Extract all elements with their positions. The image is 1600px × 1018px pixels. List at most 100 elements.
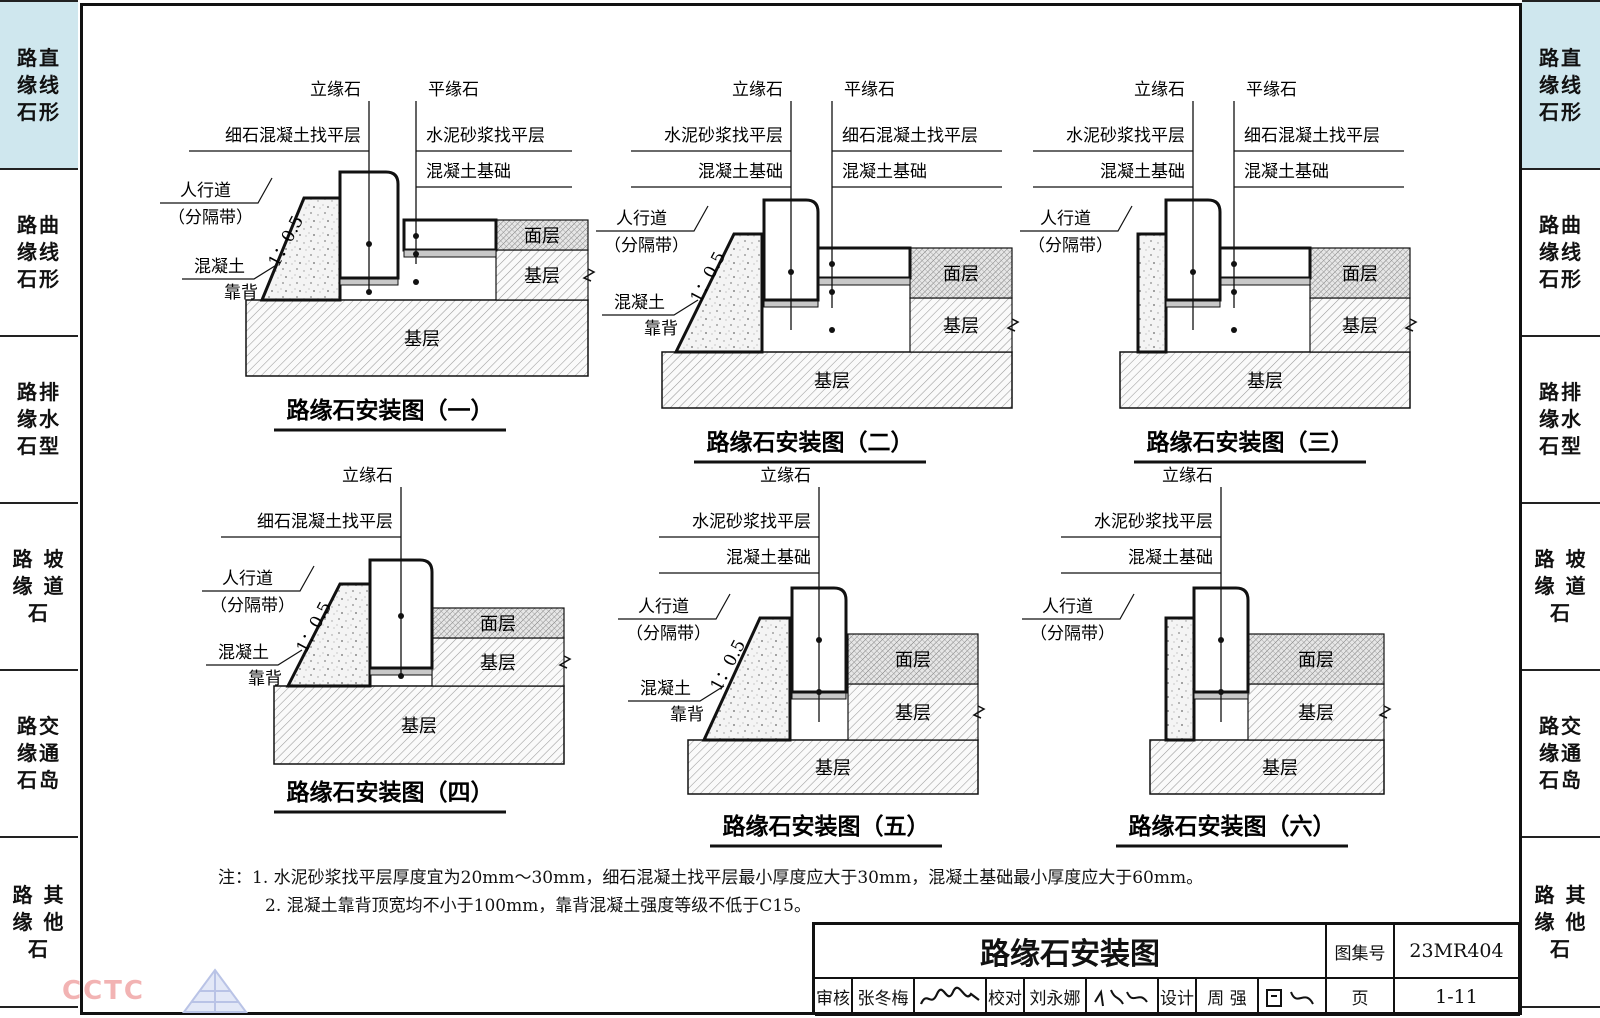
surface-label: 面层: [1342, 264, 1378, 285]
page-label: 页: [1327, 979, 1395, 1016]
upright-curb-label: 立缘石: [1134, 80, 1185, 100]
flat-curb-label: 平缘石: [428, 80, 479, 100]
anchor-dot: [1190, 269, 1196, 275]
left-layer-label-1: 水泥砂浆找平层: [692, 512, 811, 532]
backing-sub-label: 靠背: [248, 669, 282, 689]
anchor-dot: [398, 673, 404, 679]
walkway-sub-label: （分隔带）: [210, 596, 295, 616]
designer-signature: [1259, 979, 1327, 1016]
surface-layer: [431, 607, 565, 639]
break-mark: [1404, 318, 1418, 332]
side-tab-label: 路排 缘水 石型: [1539, 380, 1583, 458]
caption: 路缘石安装图（三）: [1147, 429, 1354, 456]
left-layer-label-2: 混凝土基础: [1128, 548, 1213, 568]
caption: 路缘石安装图（四）: [287, 779, 494, 806]
surface-layer: [495, 219, 589, 251]
break-mark: [582, 268, 596, 282]
walkway-sub-label: （分隔带）: [1030, 624, 1115, 644]
side-tab-3[interactable]: 路排 缘水 石型: [0, 337, 78, 504]
side-tab-3[interactable]: 路排 缘水 石型: [1522, 337, 1600, 504]
concrete-backing: [673, 232, 764, 354]
left-layer-label-1: 水泥砂浆找平层: [1094, 512, 1213, 532]
right-layer-label-1: 水泥砂浆找平层: [426, 126, 545, 146]
caption: 路缘石安装图（六）: [1129, 813, 1336, 840]
subbase-label: 基层: [1247, 371, 1283, 392]
side-tab-1[interactable]: 路直 缘线 石形: [1522, 0, 1600, 170]
anchor-dot: [1218, 689, 1224, 695]
backing-leader: [206, 649, 303, 666]
side-tab-2[interactable]: 路曲 缘线 石形: [0, 170, 78, 337]
designer-name: 周 强: [1197, 979, 1259, 1016]
side-tab-label: 路曲 缘线 石形: [17, 213, 61, 291]
check-label: 校对: [987, 979, 1025, 1016]
anchor-dot: [829, 261, 835, 267]
side-tab-label: 路 其 缘 他 石: [1534, 882, 1588, 961]
anchor-dot: [1231, 261, 1237, 267]
side-tab-6[interactable]: 路 其 缘 他 石: [0, 838, 78, 1008]
base-layer: [1309, 297, 1411, 353]
anchor-dot: [1231, 327, 1237, 333]
concrete-backing: [1164, 616, 1196, 742]
anchor-dot: [788, 269, 794, 275]
flat-curb-label: 平缘石: [844, 80, 895, 100]
backing-label: 混凝土: [218, 643, 269, 663]
subbase-layer: [245, 299, 589, 377]
reviewer-name: 张冬梅: [853, 979, 915, 1016]
diagram-5: 基层面层基层立缘石水泥砂浆找平层混凝土基础人行道（分隔带）1：0.5混凝土靠背路…: [618, 466, 986, 848]
cctc-watermark-logo: CCTC: [62, 976, 145, 1006]
side-tab-1[interactable]: 路直 缘线 石形: [0, 0, 78, 170]
side-tab-4[interactable]: 路 坡 缘 道 石: [0, 504, 78, 671]
side-tab-5[interactable]: 路交 缘通 石岛: [1522, 671, 1600, 838]
flat-curb-label: 平缘石: [1246, 80, 1297, 100]
side-tab-label: 路 坡 缘 道 石: [12, 547, 66, 625]
backing-label: 混凝土: [614, 293, 665, 313]
side-tab-label: 路交 缘通 石岛: [1539, 714, 1583, 792]
surface-label: 面层: [943, 264, 979, 285]
subbase-layer: [1149, 739, 1385, 795]
left-layer-label-1: 水泥砂浆找平层: [1066, 126, 1185, 146]
atlas-label: 图集号: [1327, 925, 1395, 979]
subbase-layer: [1119, 351, 1411, 409]
right-layer-label-1: 细石混凝土找平层: [842, 126, 978, 146]
walkway-label: 人行道: [180, 181, 231, 201]
upright-curb-label: 立缘石: [732, 80, 783, 100]
anchor-dot: [366, 241, 372, 247]
side-tab-6[interactable]: 路 其 缘 他 石: [1522, 838, 1600, 1008]
subbase-label: 基层: [815, 758, 851, 779]
flat-curb-stone: [402, 218, 498, 252]
diagram-4: 基层面层基层立缘石细石混凝土找平层人行道（分隔带）1：0.5混凝土靠背路缘石安装…: [202, 466, 572, 814]
anchor-dot: [816, 637, 822, 643]
right-layer-label-1: 细石混凝土找平层: [1244, 126, 1380, 146]
subbase-layer: [273, 685, 565, 765]
walkway-leader: [596, 205, 709, 232]
side-tab-4[interactable]: 路 坡 缘 道 石: [1522, 504, 1600, 671]
side-tab-2[interactable]: 路曲 缘线 石形: [1522, 170, 1600, 337]
left-layer-label-1: 水泥砂浆找平层: [664, 126, 783, 146]
anchor-dot: [413, 279, 419, 285]
caption: 路缘石安装图（五）: [723, 813, 930, 840]
backing-leader: [602, 299, 699, 316]
side-tab-label: 路交 缘通 石岛: [17, 714, 61, 792]
base-layer: [1247, 683, 1385, 741]
base-layer: [847, 683, 979, 741]
base-label: 基层: [480, 653, 516, 674]
surface-layer: [847, 633, 979, 685]
reviewer-signature: [915, 979, 987, 1016]
break-mark: [972, 705, 986, 719]
anchor-dot: [816, 689, 822, 695]
concrete-backing: [1136, 232, 1168, 354]
base-label: 基层: [524, 266, 560, 287]
base-label: 基层: [1342, 316, 1378, 337]
side-tab-label: 路直 缘线 石形: [17, 45, 61, 124]
side-tab-5[interactable]: 路交 缘通 石岛: [0, 671, 78, 838]
subbase-label: 基层: [404, 329, 440, 350]
anchor-dot: [829, 289, 835, 295]
subbase-layer: [661, 351, 1013, 409]
backing-leader: [628, 685, 725, 702]
anchor-dot: [398, 613, 404, 619]
page-number: 1-11: [1395, 979, 1520, 1016]
walkway-label: 人行道: [616, 209, 667, 229]
upright-curb-label: 立缘石: [310, 80, 361, 100]
diagram-1: 基层面层基层立缘石平缘石细石混凝土找平层水泥砂浆找平层混凝土基础人行道（分隔带）…: [160, 80, 596, 432]
